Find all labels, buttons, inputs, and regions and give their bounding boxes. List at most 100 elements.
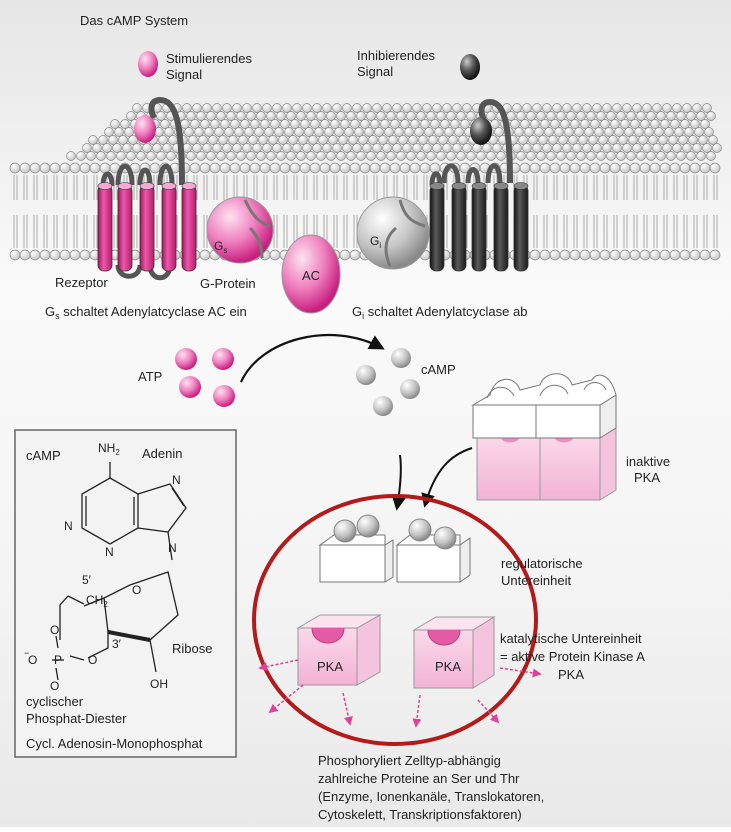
lipid-head [352,103,362,113]
lipid-head [260,119,270,129]
lipid-head [358,135,368,145]
lipid-head [226,151,236,161]
lipid-head [234,127,244,137]
camp-molecules [356,348,420,416]
lipid-head [649,249,661,261]
lipid-head [644,127,654,137]
lipid-head [430,119,440,129]
lipid-head [420,119,430,129]
lipid-head [329,162,341,174]
lipid-head [166,151,176,161]
stimulating-signal-icon [138,51,158,77]
c5-label: 5′ [82,573,92,587]
lipid-head [559,249,571,261]
lipid-head [380,119,390,129]
lipid-head [259,162,271,174]
lipid-head [520,119,530,129]
lipid-head [230,119,240,129]
lipid-head [606,111,616,121]
lipid-head [576,151,586,161]
lipid-head [604,127,614,137]
lipid-head [542,103,552,113]
lipid-head [262,143,272,153]
lipid-head [252,143,262,153]
diagram-title: Das cAMP System [80,13,188,28]
lipid-head [59,249,71,261]
lipid-head [82,143,92,153]
adenylate-cyclase: AC [281,234,341,314]
lipid-head [400,119,410,129]
lipid-head [458,135,468,145]
lipid-head [339,162,351,174]
lipid-head [198,135,208,145]
lipid-head [620,119,630,129]
lipid-head [362,143,372,153]
lipid-head [519,162,531,174]
inhibitory-receptor [429,98,529,272]
lipid-head [636,111,646,121]
lipid-head [669,249,681,261]
lipid-head [432,143,442,153]
lipid-head [122,143,132,153]
lipid-head [192,143,202,153]
lipid-head [208,135,218,145]
regulatory-label: regulatorische [501,556,583,571]
lipid-head [562,143,572,153]
lipid-head [560,119,570,129]
lipid-head [589,162,601,174]
lipid-head [286,111,296,121]
lipid-head [622,143,632,153]
adenine-bonds [81,462,187,561]
lipid-head [368,135,378,145]
lipid-head [396,111,406,121]
lipid-head [104,127,114,137]
dark-helix [451,184,467,272]
lipid-head [310,119,320,129]
gi-protein: Gi [356,196,430,270]
lipid-head [194,127,204,137]
phosphate-o-minus: O [28,653,37,667]
lipid-head [318,135,328,145]
lipid-head [628,135,638,145]
stimulating-ligand [134,115,156,143]
lipid-head [516,151,526,161]
lipid-head [630,119,640,129]
lipid-head [462,103,472,113]
lipid-head [296,111,306,121]
lipid-head [280,119,290,129]
lipid-head [336,111,346,121]
lipid-head [386,151,396,161]
lipid-head [512,143,522,153]
lipid-head [672,103,682,113]
lipid-head [686,111,696,121]
lipid-head [244,127,254,137]
lipid-head [679,162,691,174]
lipid-head [328,135,338,145]
lipid-head [536,151,546,161]
lipid-head [650,119,660,129]
lipid-head [222,103,232,113]
lipid-head [496,151,506,161]
lipid-head [692,143,702,153]
lipid-head [572,143,582,153]
lipid-head [274,127,284,137]
inhibiting-signal-label-2: Signal [357,64,393,79]
diester-label-2: Phosphat-Diester [26,711,127,726]
lipid-head [570,119,580,129]
lipid-head [324,127,334,137]
lipid-head [652,103,662,113]
lipid-head [312,143,322,153]
n3-label: N [105,545,114,559]
lipid-head [376,111,386,121]
receptor-label: Rezeptor [55,275,108,290]
lipid-head [659,249,671,261]
lipid-head [392,143,402,153]
lipid-head [256,111,266,121]
lipid-head [332,143,342,153]
lipid-head [114,127,124,137]
lipid-head [579,162,591,174]
dark-helix [471,184,487,272]
lipid-head [232,103,242,113]
lipid-head [676,111,686,121]
lipid-head [236,111,246,121]
